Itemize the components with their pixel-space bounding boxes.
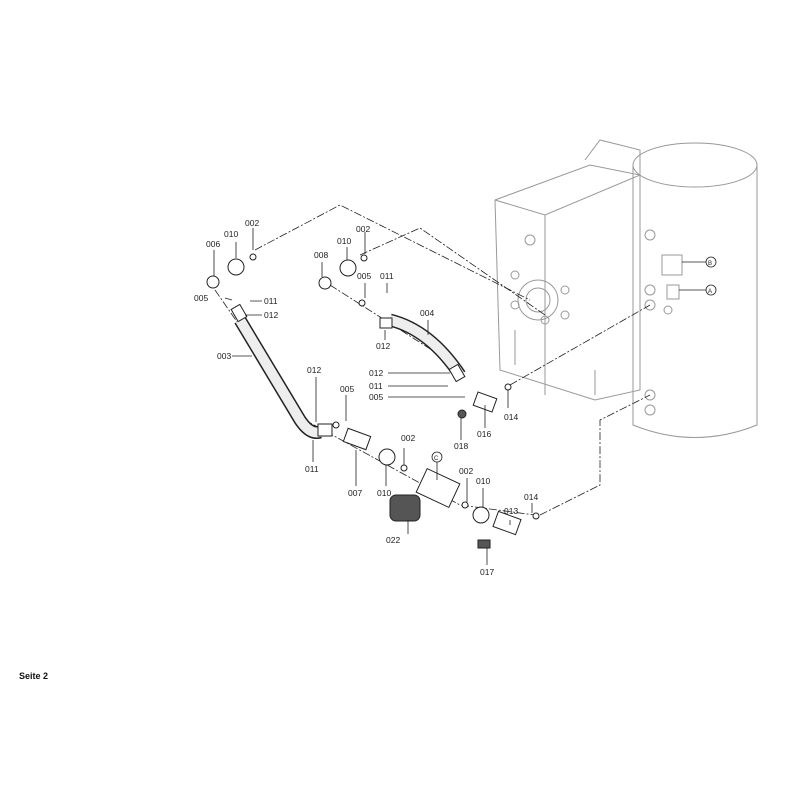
valve-013	[492, 510, 522, 536]
seal-014	[532, 512, 540, 520]
plug-018	[457, 409, 467, 419]
valve-016	[472, 391, 498, 413]
oring-005	[358, 299, 366, 307]
seal-002	[360, 254, 368, 262]
callout-004: 004	[420, 308, 434, 318]
pump-motor-022	[389, 494, 421, 522]
callout-011: 011	[380, 271, 394, 281]
callout-012: 012	[369, 368, 383, 378]
connector-012	[448, 363, 466, 383]
callout-005: 005	[369, 392, 383, 402]
fitting-006	[206, 275, 220, 289]
boiler-unit	[494, 139, 641, 401]
label-plate-a	[666, 284, 680, 300]
callout-b: B	[708, 261, 712, 267]
callout-002: 002	[459, 466, 473, 476]
pipe-003	[234, 316, 322, 439]
callout-010: 010	[377, 488, 391, 498]
seal-014	[504, 383, 512, 391]
callout-013: 013	[504, 506, 518, 516]
callout-002: 002	[245, 218, 259, 228]
callout-002: 002	[401, 433, 415, 443]
callout-005: 005	[357, 271, 371, 281]
callout-011: 011	[305, 464, 319, 474]
valve-007	[342, 427, 372, 451]
oring-005	[332, 421, 340, 429]
callout-017: 017	[480, 567, 494, 577]
storage-tank	[632, 142, 758, 438]
seal-002	[461, 501, 469, 509]
nut-010	[472, 506, 490, 524]
callout-007: 007	[348, 488, 362, 498]
nut-010	[227, 258, 245, 276]
callout-012: 012	[307, 365, 321, 375]
page-label: Seite 2	[19, 671, 49, 681]
callout-a: A	[708, 289, 712, 295]
seal-002	[400, 464, 408, 472]
callout-016: 016	[477, 429, 491, 439]
callout-006: 006	[206, 239, 220, 249]
callout-008: 008	[314, 250, 328, 260]
connector-012	[317, 423, 333, 437]
callout-022: 022	[386, 535, 400, 545]
callout-011: 011	[369, 381, 383, 391]
nut-010	[339, 259, 357, 277]
connection-lines	[214, 204, 651, 516]
callout-005: 005	[194, 293, 208, 303]
callout-010: 010	[224, 229, 238, 239]
callout-002: 002	[356, 224, 370, 234]
drain-017	[477, 539, 491, 549]
callout-003: 003	[217, 351, 231, 361]
label-plate-b	[661, 254, 683, 276]
callout-011: 011	[264, 296, 278, 306]
callout-012: 012	[264, 310, 278, 320]
callout-014: 014	[504, 412, 518, 422]
fitting-008	[318, 276, 332, 290]
callout-010: 010	[476, 476, 490, 486]
callout-018: 018	[454, 441, 468, 451]
pump-housing	[415, 467, 461, 509]
callout-005: 005	[340, 384, 354, 394]
seal-002	[249, 253, 257, 261]
callout-c: C	[434, 456, 439, 462]
pipe-004	[388, 313, 466, 379]
connector-012	[379, 317, 393, 329]
callout-012: 012	[376, 341, 390, 351]
connector-012	[230, 303, 248, 323]
callout-010: 010	[337, 236, 351, 246]
nut-010	[378, 448, 396, 466]
callout-014: 014	[524, 492, 538, 502]
